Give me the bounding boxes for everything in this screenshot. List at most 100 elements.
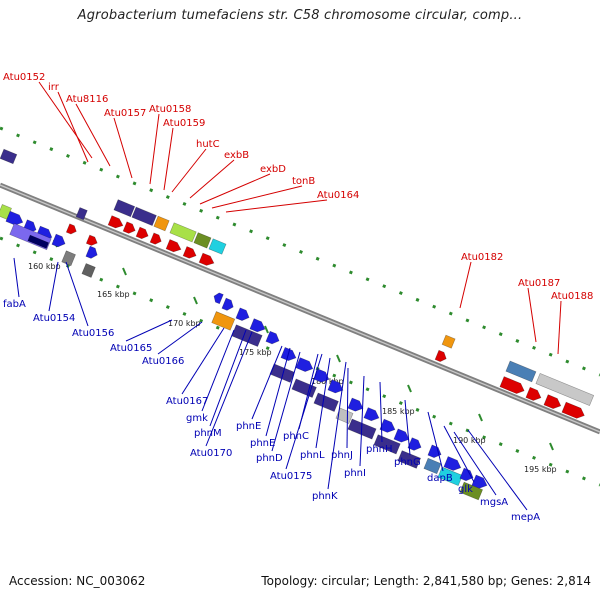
leader-bottom <box>209 329 247 427</box>
feature-upper <box>149 232 162 245</box>
map-title: Agrobacterium tumefaciens str. C58 chrom… <box>77 8 523 23</box>
gene-label-bottom: phnL <box>300 450 325 461</box>
kbp-tick-mark <box>122 267 127 276</box>
feature-lower <box>221 297 234 311</box>
gene-label-top: Atu0187 <box>518 278 560 289</box>
leader-bottom <box>65 261 89 327</box>
leader-bottom <box>379 381 383 443</box>
gene-label-top: Atu0182 <box>461 252 503 263</box>
gene-label-bottom: phnG <box>394 457 421 468</box>
feature-lower <box>85 245 98 259</box>
gene-label-top: exbB <box>224 150 249 161</box>
leader-bottom <box>443 425 475 483</box>
leader-top <box>171 148 207 193</box>
kbp-tick-mark <box>478 413 483 422</box>
kbp-tick-label: 165 kbp <box>97 290 130 299</box>
kbp-tick-label: 175 kbp <box>239 348 272 357</box>
leader-bottom <box>315 357 331 449</box>
feature-lower <box>27 234 50 249</box>
leader-bottom <box>285 353 323 470</box>
gene-label-bottom: Atu0175 <box>270 471 312 482</box>
leader-top <box>211 185 303 209</box>
kbp-tick-label: 195 kbp <box>524 465 557 474</box>
leader-bottom <box>157 321 203 355</box>
gene-label-top: Atu0159 <box>163 118 205 129</box>
feature-lower <box>235 307 250 321</box>
feature-upper <box>153 215 170 232</box>
gene-label-top: exbD <box>260 164 286 175</box>
gene-label-bottom: gmk <box>186 413 208 424</box>
leader-top <box>527 287 537 343</box>
feature-lower <box>363 407 380 422</box>
leader-top <box>225 199 328 213</box>
feature-upper <box>505 360 537 383</box>
leader-bottom <box>205 331 253 447</box>
gene-label-top: tonB <box>292 176 315 187</box>
feature-lower <box>5 210 24 226</box>
kbp-tick-mark <box>549 442 554 451</box>
feature-upper <box>499 376 525 394</box>
leader-bottom <box>48 261 59 312</box>
gene-label-bottom: glk <box>458 484 473 495</box>
gene-label-top: Atu0164 <box>317 190 359 201</box>
genome-stats: Topology: circular; Length: 2,841,580 bp… <box>261 574 591 588</box>
leader-bottom <box>125 319 173 342</box>
feature-upper <box>122 221 136 234</box>
leader-top <box>459 261 472 309</box>
gene-label-bottom: phnE <box>236 421 261 432</box>
leader-bottom <box>201 329 235 412</box>
feature-upper <box>107 215 124 229</box>
feature-upper <box>135 226 149 240</box>
kbp-tick-label: 160 kbp <box>28 262 61 271</box>
kbp-tick-label: 190 kbp <box>453 436 486 445</box>
kbp-tick-mark <box>407 384 412 393</box>
feature-upper <box>535 372 595 407</box>
gene-label-bottom: mgsA <box>480 497 508 508</box>
feature-lower <box>459 467 474 482</box>
feature-lower <box>81 263 96 278</box>
feature-lower <box>249 318 266 333</box>
feature-upper <box>525 386 542 401</box>
leader-bottom <box>13 257 20 298</box>
feature-lower <box>347 397 364 412</box>
gene-label-bottom: Atu0154 <box>33 313 75 324</box>
leader-top <box>57 91 89 163</box>
gene-label-top: Atu8116 <box>66 94 108 105</box>
leader-bottom <box>453 431 497 496</box>
gene-label-top: hutC <box>196 139 220 150</box>
feature-lower <box>379 418 396 433</box>
leader-bottom <box>427 411 444 472</box>
accession-label: Accession: NC_003062 <box>9 574 146 588</box>
gene-features <box>0 148 595 501</box>
feature-upper <box>182 246 197 259</box>
gene-label-bottom: phnC <box>283 431 309 442</box>
leader-top <box>38 81 93 159</box>
leader-top <box>149 113 160 185</box>
feature-lower <box>471 474 488 489</box>
feature-upper <box>208 238 227 255</box>
feature-upper <box>193 232 212 249</box>
leader-top <box>199 173 271 205</box>
gene-label-top: Atu0158 <box>149 104 191 115</box>
feature-lower <box>373 434 401 455</box>
feature-lower <box>335 407 354 424</box>
leader-bottom <box>359 375 365 467</box>
feature-lower <box>459 481 483 501</box>
gene-label-bottom: Atu0166 <box>142 356 184 367</box>
gene-label-bottom: phnD <box>256 453 283 464</box>
leader-top <box>189 159 235 199</box>
gene-label-bottom: phnH <box>366 444 393 455</box>
feature-upper <box>441 334 456 349</box>
gene-label-top: Atu0152 <box>3 72 45 83</box>
kbp-tick-label: 170 kbp <box>168 319 201 328</box>
feature-upper <box>113 199 136 218</box>
feature-upper <box>165 239 182 253</box>
leader-bottom <box>271 351 301 452</box>
feature-upper <box>65 223 77 235</box>
feature-upper <box>198 252 215 266</box>
leader-bottom <box>181 327 225 395</box>
leader-bottom <box>265 347 291 437</box>
gene-label-bottom: Atu0167 <box>166 396 208 407</box>
leader-top <box>557 300 562 355</box>
